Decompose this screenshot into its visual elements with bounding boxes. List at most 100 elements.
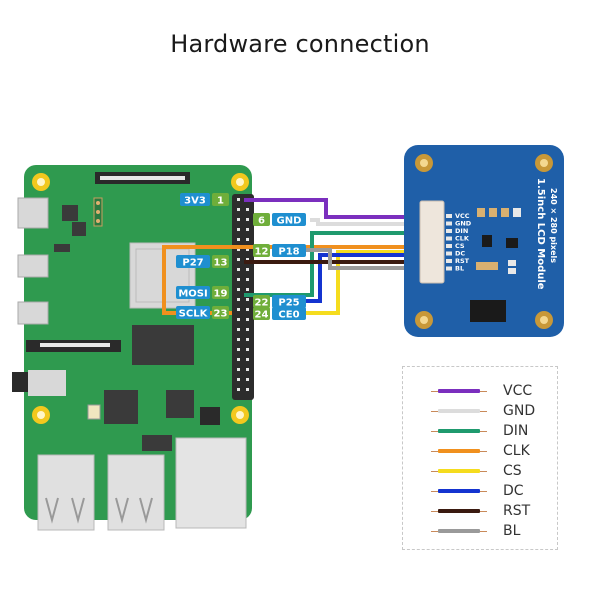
wire-dc — [306, 253, 420, 303]
gpio-pin — [246, 308, 249, 311]
gpio-pin — [237, 228, 240, 231]
lcd-subtitle: 240 × 280 pixels — [549, 188, 558, 263]
lcd-pin-label: DIN — [455, 227, 468, 235]
usb-port — [107, 454, 165, 531]
lcd-pin-label: VCC — [455, 212, 470, 220]
gpio-pin — [237, 348, 240, 351]
gpio-pin — [237, 208, 240, 211]
gpio-pin — [246, 258, 249, 261]
pin-number: 22 — [255, 298, 269, 309]
gpio-pin — [246, 358, 249, 361]
lcd-pin-pad — [446, 221, 452, 226]
gpio-pin — [237, 268, 240, 271]
wire-cs — [306, 250, 420, 315]
pin-3v3: 3V3 1 — [180, 193, 229, 207]
gpio-pin — [237, 248, 240, 251]
lcd-pin-label: RST — [455, 257, 470, 265]
gpio-pin — [237, 338, 240, 341]
gpio-pin — [246, 328, 249, 331]
pin-label: MOSI — [178, 289, 207, 300]
pin-gnd: 6 GND — [253, 213, 306, 227]
gpio-pin — [246, 298, 249, 301]
pin-label: P18 — [278, 247, 299, 258]
raspberry-pi-board — [12, 165, 254, 531]
gpio-pin — [246, 218, 249, 221]
legend-item-bl: BL — [431, 521, 520, 541]
pin-label: GND — [277, 216, 302, 227]
audio-jack — [12, 372, 30, 392]
wire-swatch-icon — [431, 529, 487, 533]
gpio-pin — [246, 228, 249, 231]
lcd-pin-label: BL — [455, 265, 464, 273]
pin-number: 19 — [214, 289, 228, 300]
gpio-pin — [237, 238, 240, 241]
gpio-pin — [246, 208, 249, 211]
usb-port — [37, 454, 95, 531]
legend-label: CLK — [503, 443, 530, 459]
ram-chip — [132, 325, 194, 365]
legend-label: RST — [503, 503, 531, 519]
lcd-pin-pad — [446, 259, 452, 263]
lcd-pin-label: GND — [455, 220, 472, 228]
wire-swatch-icon — [431, 409, 487, 413]
pin-number: 6 — [258, 216, 265, 227]
pin-label: P27 — [182, 258, 203, 269]
gpio-pin — [237, 358, 240, 361]
gpio-pin — [246, 388, 249, 391]
pin-number: 13 — [214, 258, 228, 269]
wire-vcc — [244, 198, 420, 219]
driver-chip — [470, 300, 506, 322]
lcd-pin-label: CS — [455, 242, 465, 250]
hdmi-port — [17, 254, 49, 278]
pin-mosi: MOSI 19 — [176, 286, 229, 300]
lcd-pin-pad — [446, 236, 452, 241]
gpio-pin — [246, 268, 249, 271]
pin-label: P25 — [278, 298, 299, 309]
wire-bl — [306, 248, 420, 270]
legend-item-cs: CS — [431, 461, 522, 481]
gpio-pin — [246, 378, 249, 381]
legend-item-clk: CLK — [431, 441, 530, 461]
pin-label: SCLK — [179, 309, 209, 320]
legend-label: DC — [503, 483, 524, 499]
pin-ce0: 24 CE0 — [253, 307, 306, 321]
pin-number: 23 — [214, 309, 228, 320]
legend-label: CS — [503, 463, 522, 479]
pin-label: 3V3 — [184, 196, 206, 207]
pin-label: CE0 — [278, 310, 299, 321]
gpio-pin — [237, 288, 240, 291]
gpio-pin — [237, 318, 240, 321]
gpio-pin — [237, 218, 240, 221]
legend-label: VCC — [503, 383, 533, 399]
gpio-pin — [237, 388, 240, 391]
hdmi-port — [17, 301, 49, 325]
lcd-pin-pad — [446, 214, 452, 218]
legend-item-rst: RST — [431, 501, 530, 521]
gpio-pin — [246, 248, 249, 251]
gpio-pin — [246, 338, 249, 341]
legend-item-vcc: VCC — [431, 381, 532, 401]
gpio-pin — [246, 318, 249, 321]
gpio-pin — [237, 378, 240, 381]
gpio-pin — [237, 328, 240, 331]
lcd-connector — [419, 200, 445, 284]
gpio-pin — [246, 238, 249, 241]
lcd-pin-pad — [446, 244, 452, 248]
legend-item-din: DIN — [431, 421, 528, 441]
ethernet-port — [175, 437, 247, 529]
pin-p18: 12 P18 — [253, 244, 306, 258]
gpio-pin — [237, 278, 240, 281]
wire-swatch-icon — [431, 509, 487, 513]
lcd-pin-pad — [446, 251, 452, 256]
wire-gnd — [310, 218, 420, 226]
gpio-pin — [237, 198, 240, 201]
lcd-title: 1.5inch LCD Module — [535, 178, 546, 290]
gpio-pin — [237, 298, 240, 301]
pin-number: 1 — [217, 196, 224, 207]
pin-sclk: SCLK 23 — [176, 306, 229, 320]
legend-item-gnd: GND — [431, 401, 535, 421]
pin-labels: 3V3 1 P27 13 MOSI 19 SCLK 23 6 GND — [176, 193, 306, 321]
